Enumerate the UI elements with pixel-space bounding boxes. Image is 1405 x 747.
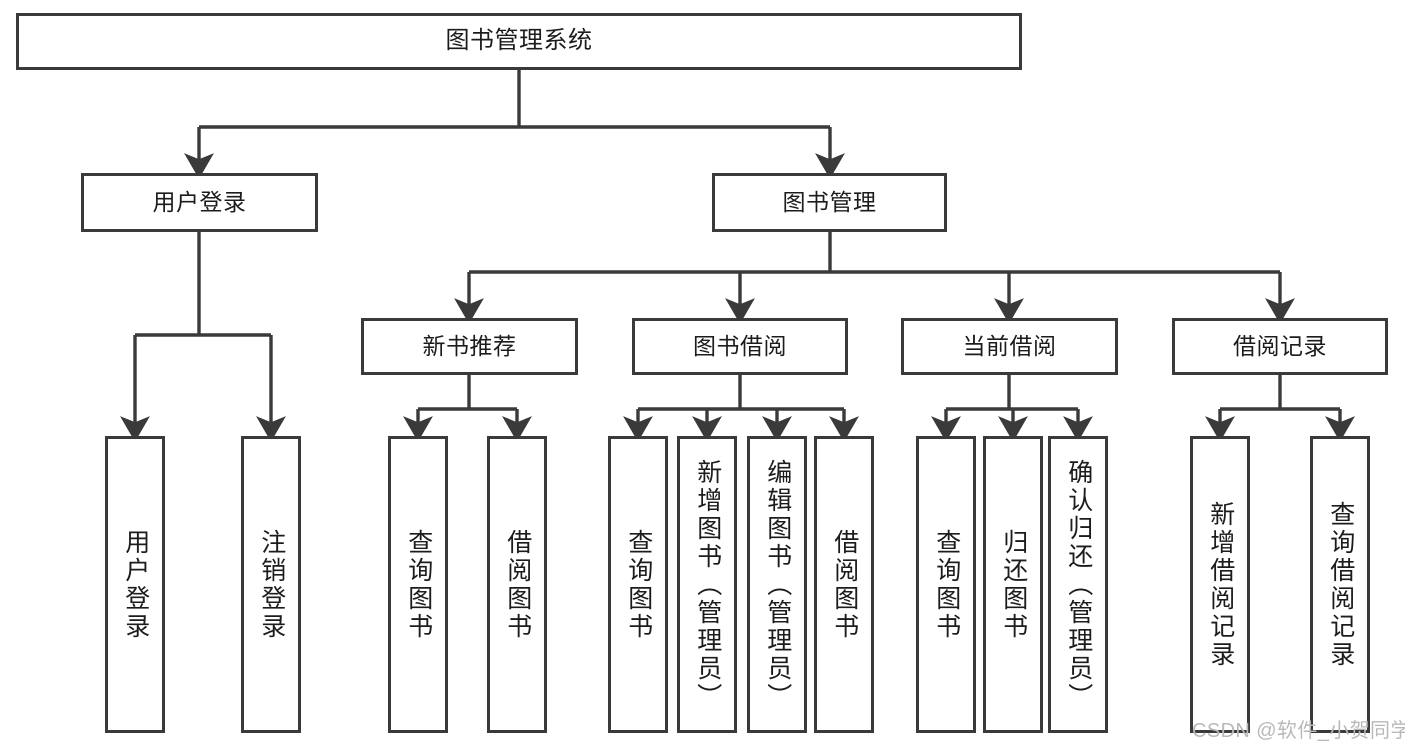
node-book-manage[interactable]: 图书管理 — [712, 173, 947, 232]
node-leaf-query-books-1[interactable]: 查询图书 — [388, 436, 448, 733]
node-user-login[interactable]: 用户登录 — [81, 173, 318, 232]
node-leaf-edit-book-admin-label: 编辑图书（管理员） — [763, 458, 792, 711]
node-borrow-record-label: 借阅记录 — [1233, 332, 1327, 359]
node-leaf-confirm-return-admin[interactable]: 确认归还（管理员） — [1048, 436, 1108, 733]
node-leaf-borrow-books-2[interactable]: 借阅图书 — [814, 436, 874, 733]
node-root-label: 图书管理系统 — [445, 27, 593, 55]
node-leaf-logout-label: 注销登录 — [257, 528, 286, 641]
node-leaf-query-borrow-record[interactable]: 查询借阅记录 — [1310, 436, 1370, 733]
node-leaf-query-books-3[interactable]: 查询图书 — [916, 436, 976, 733]
node-leaf-confirm-return-admin-label: 确认归还（管理员） — [1064, 458, 1093, 711]
node-leaf-return-books-label: 归还图书 — [999, 528, 1028, 641]
node-current-borrow-label: 当前借阅 — [962, 332, 1057, 359]
node-leaf-add-borrow-record[interactable]: 新增借阅记录 — [1190, 436, 1250, 733]
csdn-watermark: CSDN @软件_小贺同学 — [1192, 720, 1405, 742]
node-borrow-record[interactable]: 借阅记录 — [1172, 318, 1388, 375]
node-book-manage-label: 图书管理 — [782, 188, 877, 215]
node-new-book-recommend[interactable]: 新书推荐 — [361, 318, 578, 375]
node-leaf-return-books[interactable]: 归还图书 — [983, 436, 1043, 733]
node-current-borrow[interactable]: 当前借阅 — [901, 318, 1118, 375]
node-leaf-add-borrow-record-label: 新增借阅记录 — [1206, 500, 1235, 669]
node-leaf-add-book-admin[interactable]: 新增图书（管理员） — [677, 436, 737, 733]
node-leaf-edit-book-admin[interactable]: 编辑图书（管理员） — [747, 436, 807, 733]
node-leaf-add-book-admin-label: 新增图书（管理员） — [693, 458, 722, 711]
node-leaf-query-books-3-label: 查询图书 — [932, 528, 961, 641]
node-book-borrow[interactable]: 图书借阅 — [632, 318, 848, 375]
node-new-book-recommend-label: 新书推荐 — [422, 332, 517, 359]
node-leaf-borrow-books-1-label: 借阅图书 — [503, 528, 532, 641]
node-leaf-borrow-books-2-label: 借阅图书 — [830, 528, 859, 641]
node-leaf-user-login[interactable]: 用户登录 — [105, 436, 165, 733]
node-book-borrow-label: 图书借阅 — [693, 332, 787, 359]
node-leaf-user-login-label: 用户登录 — [121, 528, 150, 641]
node-leaf-logout[interactable]: 注销登录 — [241, 436, 301, 733]
node-user-login-label: 用户登录 — [152, 188, 247, 215]
node-leaf-borrow-books-1[interactable]: 借阅图书 — [487, 436, 547, 733]
node-leaf-query-books-1-label: 查询图书 — [404, 528, 433, 641]
node-root[interactable]: 图书管理系统 — [16, 13, 1022, 70]
node-leaf-query-books-2[interactable]: 查询图书 — [608, 436, 668, 733]
node-leaf-query-books-2-label: 查询图书 — [624, 528, 653, 641]
node-leaf-query-borrow-record-label: 查询借阅记录 — [1326, 500, 1355, 669]
